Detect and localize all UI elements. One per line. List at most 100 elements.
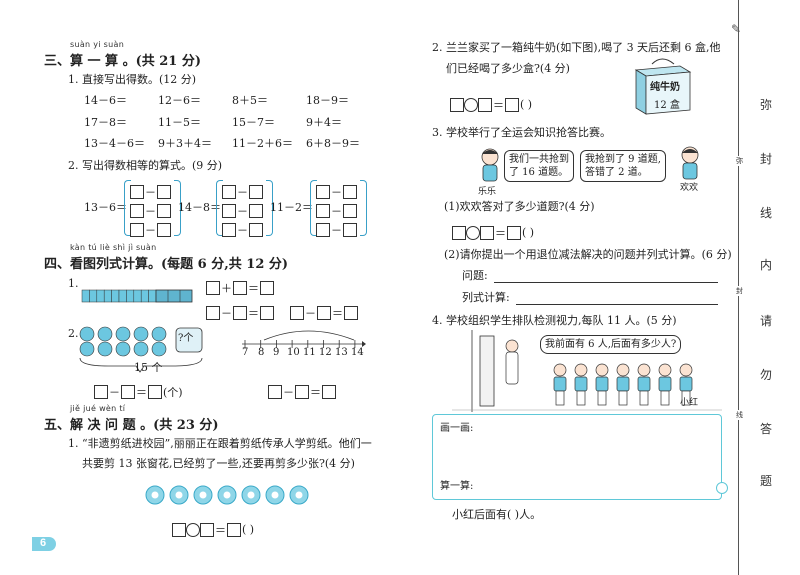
q4-bubble: 我前面有 6 人,后面有多少人? [540,335,682,354]
answer-box[interactable] [206,280,220,295]
operator-circle[interactable] [186,522,200,537]
name-huanhuan: 欢欢 [680,183,699,193]
operator-circle[interactable] [464,97,478,112]
answer-box[interactable] [222,184,236,199]
q2-line1: 2. 兰兰家买了一箱纯牛奶(如下图),喝了 3 天后还剩 6 盒,他 [432,41,721,54]
answer-box[interactable] [249,184,263,199]
tick-label: 7 [242,347,249,358]
answer-box[interactable] [233,280,247,295]
question-answer-line[interactable] [494,282,718,283]
draw-label: 画一画: [440,423,474,434]
answer-box[interactable] [452,225,466,240]
s5-q1-line2: 共要剪 13 张窗花,已经剪了一些,还要再剪多少张?(4 分) [82,457,355,470]
answer-box[interactable] [316,203,330,218]
answer-line: 小红后面有( )人。 [452,508,542,521]
seal-char: 答 [760,422,773,436]
answer-box[interactable] [260,305,274,320]
calc-item: 18－9＝ [306,94,349,107]
q3-sub1-equation: ＝( ) [452,222,535,241]
answer-box[interactable] [222,203,236,218]
answer-box[interactable] [130,222,144,237]
answer-box[interactable] [317,305,331,320]
queue-illustration [452,330,722,412]
seal-char: 题 [760,474,773,488]
answer-box[interactable] [268,384,282,399]
question-label: 问题: [462,269,488,282]
answer-box[interactable] [249,203,263,218]
formula-answer-line[interactable] [516,304,718,305]
section5-pinyin: jiě jué wèn tí [70,404,126,413]
unit-paren: ( ) [242,523,255,536]
bubble-huanhuan: 我抢到了 9 道题, 答错了 2 道。 [580,150,666,182]
bubble-text: 我抢到了 9 道题, [585,154,661,165]
answer-box[interactable] [505,97,519,112]
tick-label: 9 [273,347,280,358]
answer-box[interactable] [316,222,330,237]
tick-label: 11 [303,347,316,358]
unit-label: (个) [163,385,183,399]
answer-box[interactable] [121,384,135,399]
answer-box[interactable] [260,280,274,295]
s4-q2-eq-right: －＝ [268,381,336,400]
answer-box[interactable] [507,225,521,240]
q4-title: 4. 学校组织学生排队检测视力,每队 11 人。(5 分) [432,314,677,327]
answer-box[interactable] [130,203,144,218]
answer-box[interactable] [157,222,171,237]
answer-box[interactable] [450,97,464,112]
balls-illustration [79,326,203,373]
seal-char: 请 [760,314,773,328]
answer-box[interactable] [249,222,263,237]
seal-char: 线 [760,206,773,220]
seal-char: 封 [760,152,773,166]
answer-box[interactable] [227,522,241,537]
answer-box[interactable] [222,222,236,237]
answer-box[interactable] [206,305,220,320]
unit-paren: ( ) [520,98,533,111]
boy-huanhuan-illustration [681,146,699,180]
bubble-text: 我们一共抢到 [509,154,569,165]
answer-box[interactable] [344,305,358,320]
answer-box[interactable] [233,305,247,320]
bubble-text: 了 16 道题。 [509,167,569,178]
s5-q1-equation: ＝( ) [172,519,255,538]
q2-expression: 14－8＝ [178,201,221,214]
answer-box[interactable] [290,305,304,320]
q3-sub2: (2)请你提出一个用退位减法解决的问题并列式计算。(6 分) [444,248,732,261]
answer-box[interactable] [316,184,330,199]
answer-box[interactable] [322,384,336,399]
s4-q1-num: 1. [68,277,79,290]
work-area[interactable] [432,414,722,500]
answer-box[interactable] [157,184,171,199]
bubble-text: 答错了 2 道。 [585,167,648,178]
answer-box[interactable] [295,384,309,399]
pencil-icon: ✎ [731,22,742,36]
milk-label: 纯牛奶 [650,82,680,93]
calc-item: 17－8＝ [84,116,127,129]
s4-q1-eq-add: ＋＝ [206,277,274,296]
answer-box[interactable] [200,522,214,537]
answer-box[interactable] [94,384,108,399]
answer-box[interactable] [480,225,494,240]
operator-circle[interactable] [466,225,480,240]
calc-item: 9＋4＝ [306,116,342,129]
section5-title: 五、解 决 问 题 。(共 23 分) [44,418,219,433]
answer-box[interactable] [148,384,162,399]
q2-equation: ＝( ) [450,94,533,113]
calc-item: 12－6＝ [158,94,201,107]
answer-box[interactable] [478,97,492,112]
answer-box[interactable] [343,184,357,199]
q3-title: 3. 学校举行了全运会知识抢答比赛。 [432,126,611,139]
milk-box-illustration: 纯牛奶 12 盒 [632,54,694,116]
answer-box[interactable] [130,184,144,199]
paper-cut-flowers-illustration [145,485,309,505]
calc-item: 8＋5＝ [232,94,268,107]
answer-box[interactable] [343,222,357,237]
answer-box[interactable] [172,522,186,537]
answer-box[interactable] [343,203,357,218]
section4-pinyin: kàn tú liè shì jì suàn [70,243,157,252]
answer-box[interactable] [157,203,171,218]
tick-label: 8 [258,347,265,358]
xiaohong-label: 小红 [680,398,699,408]
calc-item: 15－7＝ [232,116,275,129]
q2-expression: 11－2＝ [270,201,313,214]
